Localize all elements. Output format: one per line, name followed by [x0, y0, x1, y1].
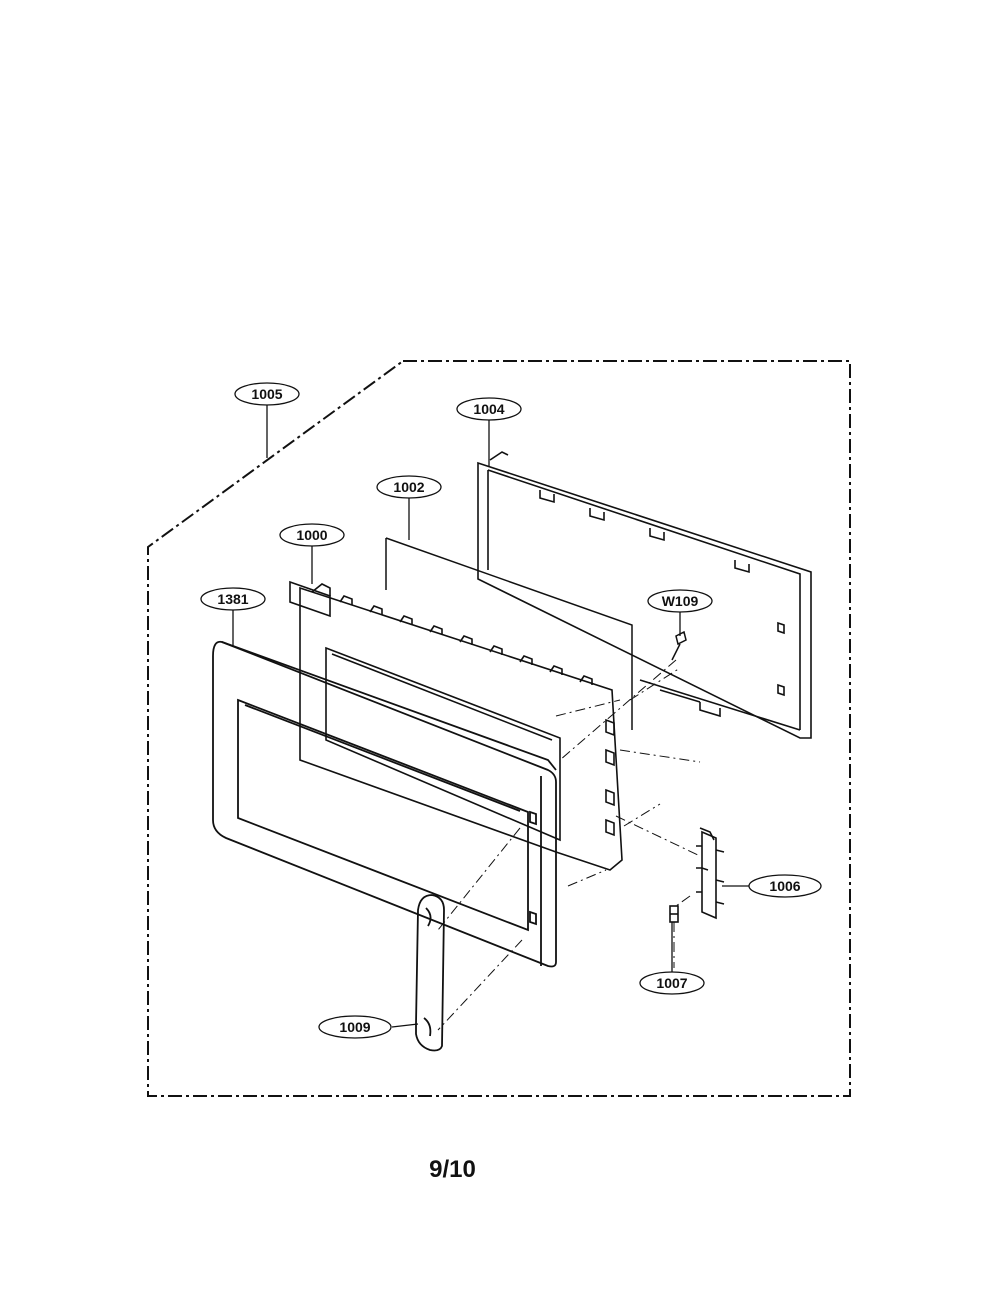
part-1000-inner-door [289, 580, 623, 871]
part-w109-screw [671, 630, 687, 661]
callout-1381: 1381 [200, 587, 266, 611]
part-1007-latch [669, 905, 679, 923]
callout-1006: 1006 [748, 874, 822, 898]
label-1000: 1000 [296, 527, 327, 543]
label-1007: 1007 [656, 975, 687, 991]
callout-1000: 1000 [279, 523, 345, 547]
assembly-lines [437, 659, 701, 1031]
label-1004: 1004 [473, 401, 504, 417]
callout-1004: 1004 [456, 397, 522, 421]
label-1381: 1381 [217, 591, 248, 607]
part-1006-bracket [696, 827, 725, 920]
part-1002-glass-panel [385, 537, 633, 730]
assembly-boundary [147, 360, 851, 1097]
page-number: 9/10 [429, 1156, 476, 1183]
label-1009: 1009 [339, 1019, 370, 1035]
part-1381-outer-door [212, 640, 557, 968]
callout-1005: 1005 [234, 382, 300, 406]
label-w109: W109 [662, 593, 699, 609]
callout-1002: 1002 [376, 475, 442, 499]
label-1006: 1006 [769, 878, 800, 894]
callout-1009: 1009 [318, 1015, 392, 1039]
part-1009-handle [415, 894, 445, 1052]
callout-w109: W109 [647, 589, 713, 613]
callout-1007: 1007 [639, 971, 705, 995]
label-1005: 1005 [251, 386, 282, 402]
label-1002: 1002 [393, 479, 424, 495]
leader-lines [232, 405, 750, 1028]
part-1004-door-frame [477, 451, 812, 739]
